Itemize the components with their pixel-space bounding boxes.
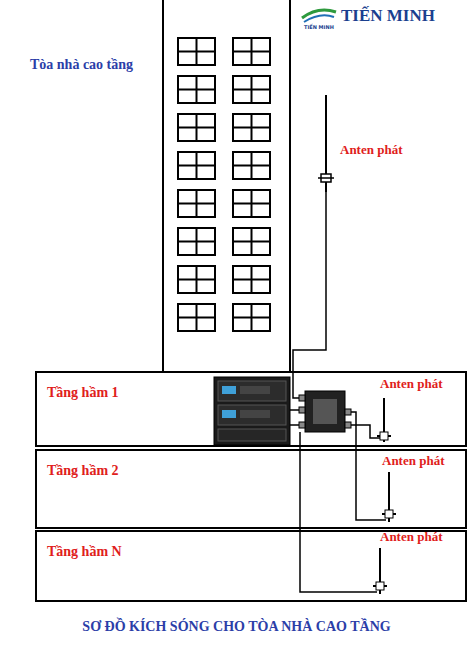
- floor-label: Tầng hầm 2: [47, 463, 119, 479]
- building-label: Tòa nhà cao tầng: [30, 57, 133, 73]
- windows: [178, 38, 270, 331]
- antenna-symbol: [373, 548, 387, 594]
- antenna-label: Anten phát: [380, 376, 443, 392]
- antenna-label: Anten phát: [380, 529, 443, 545]
- splitter: [299, 391, 351, 432]
- antenna-label: Anten phát: [382, 453, 445, 469]
- repeater-device: [214, 377, 290, 445]
- building: [163, 0, 290, 372]
- logo-text: TIẾN MINH: [341, 6, 435, 26]
- antenna-symbol: [318, 95, 334, 192]
- cables: [290, 192, 386, 592]
- antenna-symbol: [377, 398, 391, 442]
- antenna-symbol: [382, 472, 396, 522]
- floor-label: Tầng hầm N: [47, 544, 122, 560]
- antenna-label: Anten phát: [340, 142, 403, 158]
- floor-label: Tầng hầm 1: [47, 385, 119, 401]
- logo-icon: [302, 10, 336, 22]
- caption: SƠ ĐỒ KÍCH SÓNG CHO TÒA NHÀ CAO TẦNG: [82, 619, 390, 635]
- logo-small-text: TIẾN MINH: [304, 24, 334, 30]
